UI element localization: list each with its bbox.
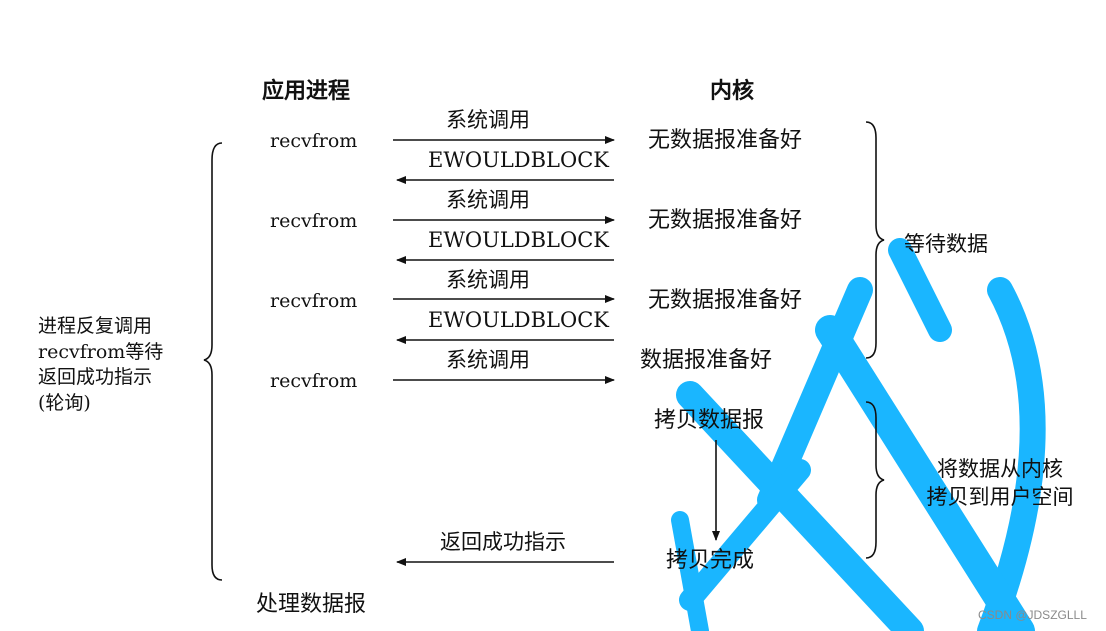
left-note-line-3: 返回成功指示: [38, 366, 153, 389]
process-datagram-label: 处理数据报: [256, 592, 367, 617]
return-label-3: EWOULDBLOCK: [428, 308, 609, 332]
left-brace: [203, 142, 223, 581]
overlay-stroke: [977, 277, 1046, 631]
overlay-stroke: [676, 381, 924, 631]
recvfrom-call-2: recvfrom: [270, 210, 358, 232]
overlay-stroke: [815, 315, 1035, 631]
copy-note-line-1: 将数据从内核: [937, 457, 1063, 481]
recvfrom-call-1: recvfrom: [270, 130, 358, 152]
left-note-line-1: 进程反复调用: [38, 315, 153, 337]
left-note-line-4: (轮询): [38, 391, 91, 414]
left-note: 进程反复调用 recvfrom等待 返回成功指示 (轮询): [38, 314, 208, 417]
copy-done-label: 拷贝完成: [666, 548, 755, 573]
copy-note-line-2: 拷贝到用户空间: [926, 485, 1074, 510]
header-app-process: 应用进程: [262, 78, 351, 104]
copy-note: 将数据从内核 拷贝到用户空间: [910, 455, 1090, 512]
overlay-strokes-group: [671, 238, 1046, 631]
copy-brace: [865, 401, 885, 559]
copy-start-label: 拷贝数据报: [654, 408, 765, 433]
return-label-1: EWOULDBLOCK: [428, 148, 609, 172]
header-kernel: 内核: [710, 78, 755, 104]
left-note-line-2: recvfrom等待: [38, 340, 164, 363]
recvfrom-call-3: recvfrom: [270, 290, 358, 312]
recvfrom-call-4: recvfrom: [270, 370, 358, 392]
syscall-label-2: 系统调用: [446, 188, 530, 212]
kernel-state-4: 数据报准备好: [640, 348, 773, 373]
overlay-stroke: [757, 277, 873, 513]
syscall-label-1: 系统调用: [446, 108, 530, 132]
overlay-stroke: [671, 511, 709, 631]
overlay-stroke: [679, 459, 811, 611]
syscall-label-3: 系统调用: [446, 268, 530, 292]
wait-data-label: 等待数据: [904, 232, 988, 256]
kernel-state-2: 无数据报准备好: [648, 208, 803, 233]
kernel-state-3: 无数据报准备好: [648, 288, 803, 313]
return-success-label: 返回成功指示: [440, 530, 566, 554]
syscall-label-4: 系统调用: [446, 348, 530, 372]
overlay-stroke: [888, 238, 952, 342]
kernel-state-1: 无数据报准备好: [648, 128, 803, 153]
watermark: CSDN @JDSZGLLL: [978, 608, 1087, 622]
return-label-2: EWOULDBLOCK: [428, 228, 609, 252]
wait-brace: [865, 121, 885, 359]
